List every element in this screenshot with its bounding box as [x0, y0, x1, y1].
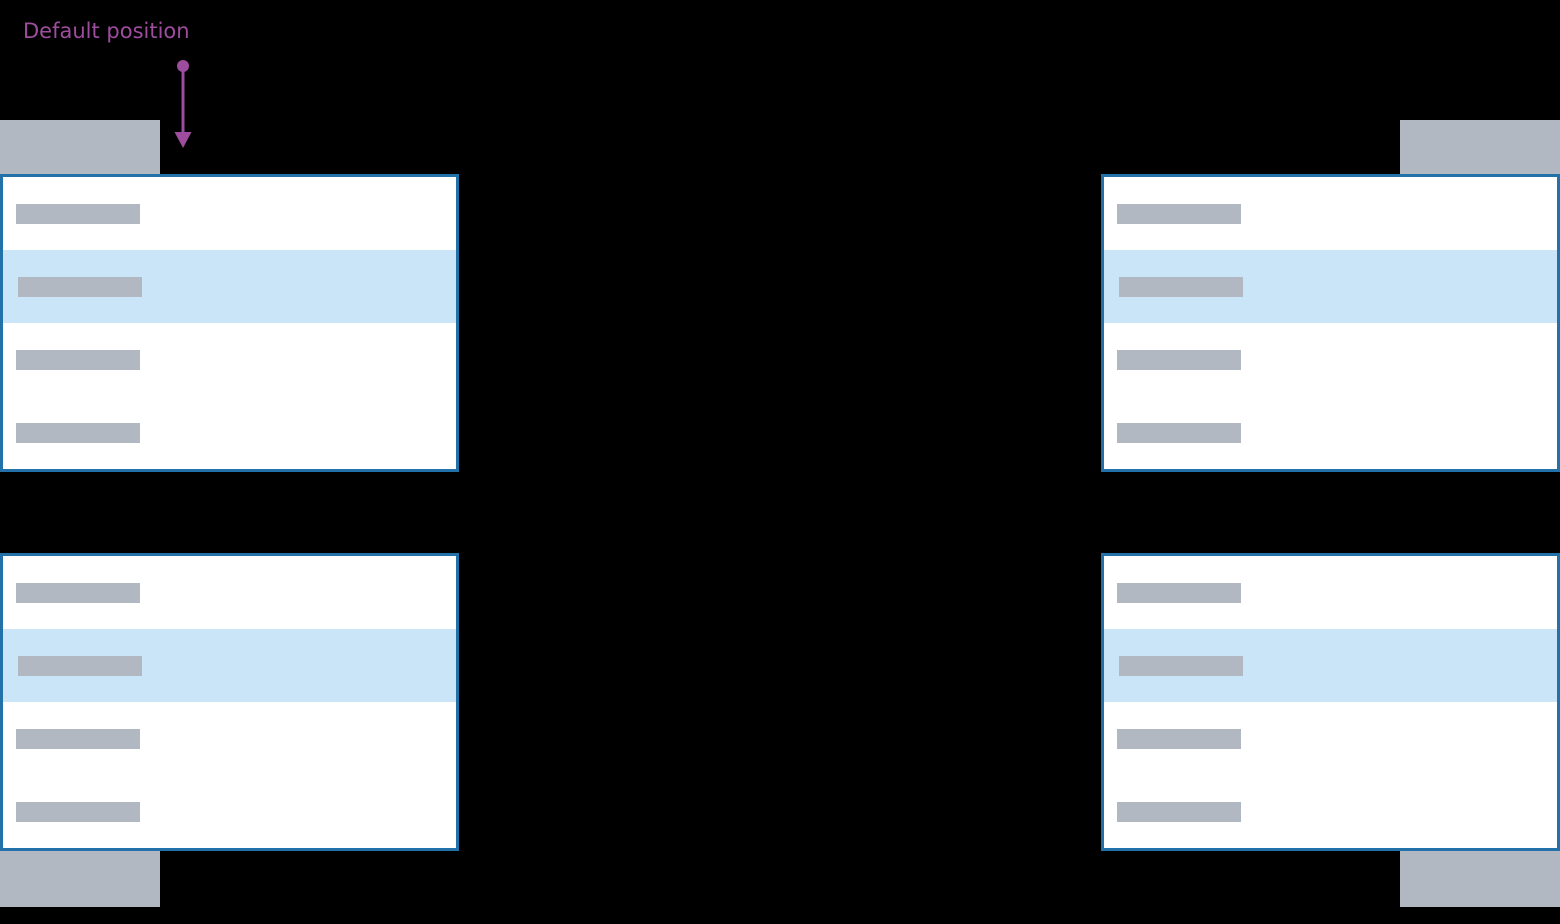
menu-item[interactable] [3, 323, 456, 396]
dropdown-trigger[interactable] [0, 120, 160, 174]
menu-item-placeholder [16, 422, 140, 443]
menu-item[interactable] [1104, 177, 1557, 250]
dropdown-menu [1101, 553, 1560, 851]
menu-item-placeholder [16, 582, 140, 603]
menu-item-placeholder [16, 203, 140, 224]
dropdown-trigger[interactable] [1400, 851, 1560, 907]
menu-item[interactable] [3, 629, 456, 702]
down-arrow-icon [174, 60, 192, 148]
annotation-label: Default position [23, 19, 190, 43]
menu-item[interactable] [1104, 702, 1557, 775]
menu-item[interactable] [3, 702, 456, 775]
menu-item[interactable] [1104, 775, 1557, 848]
menu-item[interactable] [3, 556, 456, 629]
menu-item[interactable] [1104, 323, 1557, 396]
menu-item-placeholder [1119, 276, 1243, 297]
menu-item[interactable] [3, 396, 456, 469]
menu-item-placeholder [1117, 422, 1241, 443]
dropdown-trigger[interactable] [0, 851, 160, 907]
dropdown-menu [1101, 174, 1560, 472]
menu-item[interactable] [1104, 396, 1557, 469]
menu-item-placeholder [1117, 349, 1241, 370]
menu-item[interactable] [1104, 250, 1557, 323]
menu-item[interactable] [3, 775, 456, 848]
menu-item-placeholder [18, 655, 142, 676]
menu-item-placeholder [16, 728, 140, 749]
dropdown-menu [0, 174, 459, 472]
dropdown-trigger[interactable] [1400, 120, 1560, 174]
menu-item-placeholder [1117, 801, 1241, 822]
dropdown-menu [0, 553, 459, 851]
menu-item[interactable] [1104, 556, 1557, 629]
menu-item-placeholder [1117, 728, 1241, 749]
menu-item[interactable] [3, 177, 456, 250]
menu-item[interactable] [3, 250, 456, 323]
menu-item-placeholder [18, 276, 142, 297]
menu-item-placeholder [1119, 655, 1243, 676]
menu-item-placeholder [1117, 582, 1241, 603]
menu-item-placeholder [16, 801, 140, 822]
menu-item-placeholder [1117, 203, 1241, 224]
menu-item-placeholder [16, 349, 140, 370]
menu-item[interactable] [1104, 629, 1557, 702]
